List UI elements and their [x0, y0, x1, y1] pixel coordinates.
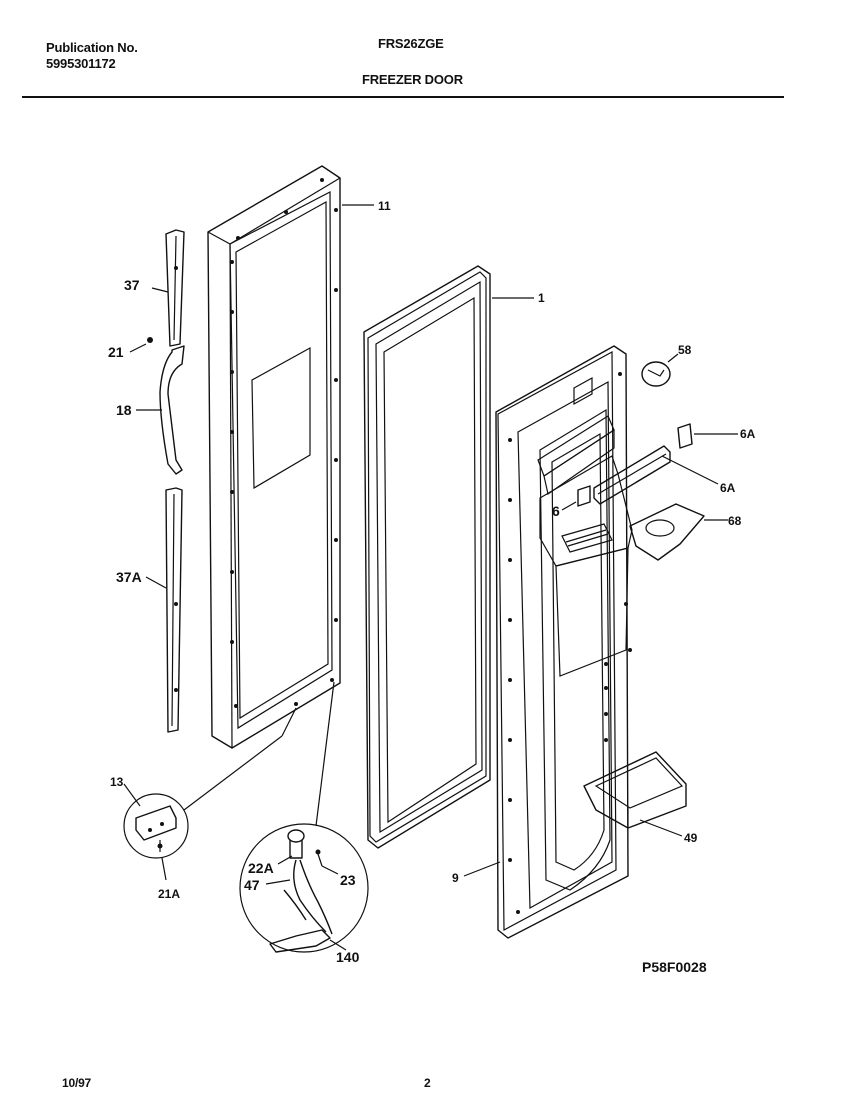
callout-37: 37 — [124, 277, 140, 293]
section-title: FREEZER DOOR — [362, 72, 463, 87]
callout-37a: 37A — [116, 569, 142, 585]
callout-1: 1 — [538, 291, 545, 305]
figure-code: P58F0028 — [642, 959, 707, 975]
model-number: FRS26ZGE — [378, 36, 444, 51]
hinge-detail — [123, 707, 297, 859]
callout-9: 9 — [452, 871, 459, 885]
callout-6a: 6A — [720, 481, 736, 495]
callout-labels: 11 1 37 21 18 37A 13 21A 22A 47 23 140 9… — [108, 199, 756, 975]
callout-11: 11 — [378, 199, 391, 213]
callout-21: 21 — [108, 344, 124, 360]
page-number: 2 — [424, 1076, 431, 1090]
heater-wire-detail — [239, 681, 369, 953]
callout-22a: 22A — [248, 860, 274, 876]
outer-door-panel — [207, 165, 341, 749]
door-gasket — [363, 265, 491, 849]
publication-number: 5995301172 — [46, 56, 116, 71]
callout-49: 49 — [684, 831, 698, 845]
callout-6: 6 — [552, 503, 560, 519]
callout-58: 58 — [678, 343, 692, 357]
publication-label: Publication No. — [46, 40, 138, 55]
footer-date: 10/97 — [62, 1076, 92, 1090]
callout-21a: 21A — [158, 887, 180, 901]
inner-door-liner — [495, 345, 633, 939]
trim-strips-and-handle — [147, 229, 185, 733]
header-divider — [22, 96, 784, 98]
callout-68: 68 — [728, 514, 742, 528]
callout-13: 13 — [110, 775, 124, 789]
callout-23: 23 — [340, 872, 356, 888]
callout-6a-top: 6A — [740, 427, 756, 441]
door-bin — [583, 751, 687, 829]
leader-lines — [123, 204, 738, 951]
callout-18: 18 — [116, 402, 132, 418]
callout-47: 47 — [244, 877, 260, 893]
small-hardware — [577, 361, 705, 561]
callout-140: 140 — [336, 949, 360, 965]
